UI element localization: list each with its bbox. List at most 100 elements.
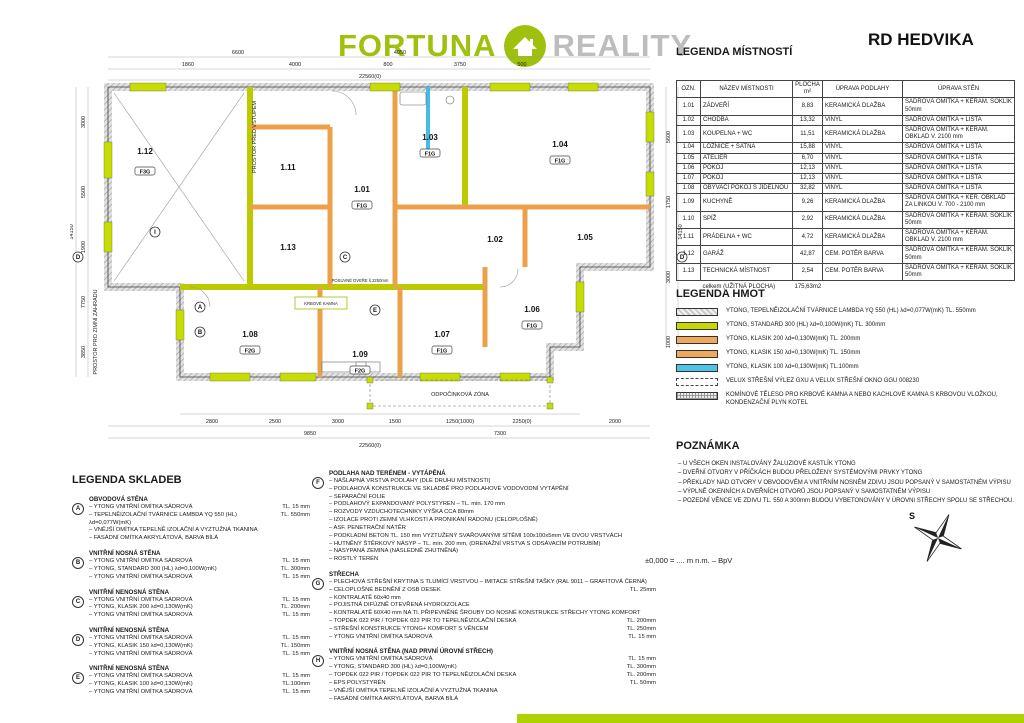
dimension-right: 1750 bbox=[666, 196, 672, 208]
composition-line-text: – PODKLADNÍ BETON TL. 150 mm VYZTUŽENÝ S… bbox=[329, 532, 623, 539]
floor-marker-label: F3G bbox=[140, 170, 151, 176]
composition-line-text: – YTONG VNITŘNÍ OMÍTKA SÁDROVÁ bbox=[89, 650, 193, 657]
composition-line: – KONTRALATĚ 60X40 mm NA TI. PŘIPEVNĚNÉ … bbox=[329, 610, 656, 618]
table-cell: KUCHYNĚ bbox=[700, 193, 793, 212]
outer-walls bbox=[104, 83, 654, 381]
composition-line: – YTONG, KLASIK 150 λd=0,130W(mK)TL. 150… bbox=[89, 643, 310, 651]
composition-line-text: – YTONG, KLASIK 100 λd=0,130W(mK) bbox=[89, 681, 193, 688]
composition-line: – YTONG, STANDARD 300 (HL) λd=0,100W(mK)… bbox=[89, 566, 310, 574]
dimension-left: 1900 bbox=[81, 241, 87, 253]
note-item: – PŘEKLADY NAD OTVORY V OBVODOVÉM A VNIT… bbox=[678, 479, 1011, 486]
total-label: celkem (UŽITNÁ PLOCHA) bbox=[702, 284, 776, 291]
fireplace-label: KRBOVÉ KAMNA bbox=[304, 301, 338, 306]
composition-line-thickness: TL. 250mm bbox=[626, 625, 656, 632]
table-cell: 1.13 bbox=[676, 262, 701, 282]
dimension-bottom: 3000 bbox=[332, 419, 344, 425]
materials-item: YTONG, KLASIK 150 λd=0,130W(mK) TL. 150m… bbox=[676, 350, 1021, 358]
table-cell: 1.06 bbox=[676, 162, 701, 174]
table-total-row: celkem (UŽITNÁ PLOCHA) 175,63m2 bbox=[677, 281, 1015, 293]
table-cell: 9,26 bbox=[792, 193, 823, 212]
composition-letter-badge: C bbox=[72, 595, 84, 608]
table-cell: VINYL bbox=[822, 142, 903, 154]
table-cell: SÁDROVÁ OMÍTKA + KERAM. SOKLÍK 50mm bbox=[902, 262, 1015, 282]
note-item: – DVEŘNÍ OTVORY V PŘÍČKÁCH BUDOU PŘELOŽE… bbox=[678, 470, 923, 477]
composition-line-thickness: TL. 15 mm bbox=[282, 596, 310, 603]
wall-type-badge bbox=[369, 304, 381, 316]
floor-marker-label: F1G bbox=[527, 324, 538, 330]
table-cell: 1.03 bbox=[676, 124, 701, 144]
composition-line: – HUTNĚNÝ ŠTĚRKOVÝ NÁSYP – TL. min. 200 … bbox=[329, 541, 656, 549]
composition-line-text: – ROZVODY VZDUCHOTECHNIKY VÝŠKA CCA 80mm bbox=[329, 509, 474, 516]
note-section: POZNÁMKA – U VŠECH OKEN INSTALOVÁNY ŽALU… bbox=[676, 440, 1021, 506]
composition-line-text: – YTONG VNITŘNÍ OMÍTKA SÁDROVÁ bbox=[89, 689, 193, 695]
composition-line-text: – YTONG VNITŘNÍ OMÍTKA SÁDROVÁ bbox=[89, 634, 193, 641]
footer-accent-bar bbox=[517, 714, 1024, 723]
table-cell: GARÁŽ bbox=[700, 245, 793, 264]
composition-line: – ASF. PENETRAČNÍ NÁTĚR bbox=[329, 525, 656, 533]
table-cell: 32,82 bbox=[792, 183, 823, 195]
composition-line: – TOPDEK 022 PIR / TOPDEK 022 PIR TO TEP… bbox=[329, 672, 656, 680]
composition-letter-badge: B bbox=[72, 557, 84, 570]
window bbox=[645, 171, 655, 197]
col-header-area: PLOCHA m² bbox=[792, 79, 823, 99]
floor-marker-pill bbox=[419, 148, 441, 158]
composition-line-text: – FASÁDNÍ OMÍTKA AKRYLÁTOVÁ, BARVA BÍLÁ bbox=[329, 695, 459, 702]
dimension-bottom: 2000 bbox=[609, 419, 621, 425]
table-cell: 1.10 bbox=[676, 210, 701, 230]
table-cell: KERAMICKÁ DLAŽBA bbox=[822, 210, 903, 230]
composition-letter-badge: G bbox=[312, 577, 324, 590]
composition-line-text: – YTONG VNITŘNÍ OMÍTKA SÁDROVÁ bbox=[89, 673, 193, 680]
composition-line-text: – YTONG VNITŘNÍ OMÍTKA SÁDROVÁ bbox=[89, 612, 193, 619]
composition-line-text: – CELOPLOŠNÉ BEDNĚNÍ Z OSB DESEK bbox=[329, 586, 441, 593]
materials-list: YTONG, TEPELNĚIZOLAČNÍ TVÁRNICE LAMBDA Y… bbox=[676, 308, 1021, 408]
table-cell: 2,92 bbox=[792, 210, 823, 230]
compositions-legend-title: LEGENDA SKLADEB bbox=[72, 474, 182, 486]
col-header-floor: ÚPRAVA PODLAHY bbox=[822, 79, 903, 99]
table-cell: POKOJ bbox=[700, 162, 793, 174]
room-number-label: 1.12 bbox=[137, 147, 153, 156]
table-cell: 2,54 bbox=[792, 262, 823, 282]
velux-swatch-icon bbox=[676, 378, 718, 386]
composition-line-text: – YTONG VNITŘNÍ OMÍTKA SÁDROVÁ bbox=[89, 596, 193, 603]
table-cell: SÁDROVÁ OMÍTKA + KERAM. SOKLÍK 50mm bbox=[902, 210, 1015, 230]
composition-letter-badge: D bbox=[72, 633, 84, 646]
entry-area-label: PROSTOR PŘED VSTUPEM bbox=[250, 101, 258, 173]
floor-marker-pill bbox=[549, 155, 571, 165]
composition-line: – PODLAHOVÝ EXPANDOVANÝ POLYSTYREN – TL.… bbox=[329, 501, 656, 509]
table-cell: SÁDROVÁ OMÍTKA + LIŠTA bbox=[902, 172, 1015, 185]
table-cell: 12,13 bbox=[792, 162, 823, 174]
floor-marker-label: F2G bbox=[245, 349, 256, 355]
table-header-row: OZN. NÁZEV MÍSTNOSTI PLOCHA m² ÚPRAVA PO… bbox=[676, 79, 1015, 99]
window bbox=[567, 82, 599, 92]
dimension-right: 1000 bbox=[666, 336, 672, 348]
window bbox=[103, 221, 113, 253]
composition-line-thickness: TL. 200mm bbox=[626, 672, 656, 679]
floor-marker-pill bbox=[239, 345, 261, 355]
composition-line-text: – POJISTNÁ DIFÚZNĚ OTEVŘENÁ HYDROIZOLACE bbox=[329, 602, 470, 609]
composition-line: – ROZVODY VZDUCHOTECHNIKY VÝŠKA CCA 80mm bbox=[329, 509, 656, 517]
dimension-right: 5600 bbox=[666, 131, 672, 143]
floor-marker-pill bbox=[351, 200, 373, 210]
materials-item: KOMÍNOVÉ TĚLESO PRO KRBOVÉ KAMNA A NEBO … bbox=[676, 392, 1021, 408]
table-cell: SPÍŽ bbox=[700, 210, 793, 230]
hatch-swatch-icon bbox=[676, 308, 718, 316]
floor-plan: 1.121.131.111.011.031.021.041.051.081.09… bbox=[70, 50, 688, 449]
composition-line-thickness: TL. 15 mm bbox=[282, 612, 310, 619]
orange-swatch-icon bbox=[676, 336, 718, 344]
col-header-walls: ÚPRAVA STĚN bbox=[902, 79, 1015, 99]
composition-body: PODLAHA NAD TERÉNEM - VYTÁPĚNÁ– NÁŠLAPNÁ… bbox=[329, 470, 656, 564]
composition-line-text: – SEPARAČNÍ FOLIE bbox=[329, 493, 386, 500]
materials-item: YTONG, TEPELNĚIZOLAČNÍ TVÁRNICE LAMBDA Y… bbox=[676, 308, 1021, 316]
wall-type-letter: A bbox=[198, 305, 203, 311]
table-cell: 1.05 bbox=[676, 152, 701, 164]
composition-heading: OBVODOVÁ STĚNA bbox=[89, 496, 148, 503]
